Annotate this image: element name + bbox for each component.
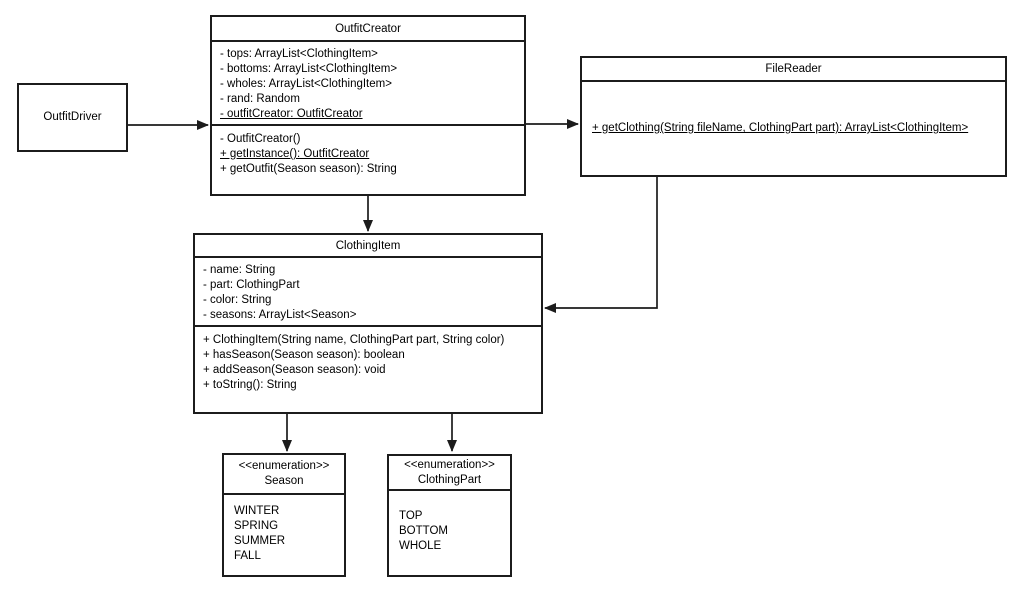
class-outfitdriver: OutfitDriver xyxy=(17,83,128,152)
enum-stereotype: <<enumeration>> xyxy=(404,458,495,471)
method-row: + ClothingItem(String name, ClothingPart… xyxy=(203,334,505,346)
attribute-row: - part: ClothingPart xyxy=(203,279,300,291)
class-title: OutfitCreator xyxy=(212,17,524,42)
class-title: FileReader xyxy=(582,58,1005,82)
enum-value: TOP xyxy=(399,510,423,522)
attribute-row: - color: String xyxy=(203,294,272,306)
class-filereader: FileReader + getClothing(String fileName… xyxy=(580,56,1007,177)
attributes-compartment: - name: String - part: ClothingPart - co… xyxy=(195,258,541,325)
attribute-row-static: - outfitCreator: OutfitCreator xyxy=(220,108,363,120)
enum-stereotype: <<enumeration>> xyxy=(238,460,330,472)
method-row-static: + getClothing(String fileName, ClothingP… xyxy=(592,122,969,134)
attribute-row: - rand: Random xyxy=(220,93,300,105)
methods-compartment: + ClothingItem(String name, ClothingPart… xyxy=(195,325,541,412)
method-row: + hasSeason(Season season): boolean xyxy=(203,349,405,361)
attribute-row: - wholes: ArrayList<ClothingItem> xyxy=(220,78,392,90)
enum-header: <<enumeration>> ClothingPart xyxy=(389,456,510,491)
enum-header: <<enumeration>> Season xyxy=(224,455,344,495)
method-row: + addSeason(Season season): void xyxy=(203,364,386,376)
method-row-static: + getInstance(): OutfitCreator xyxy=(220,148,370,160)
class-title: OutfitDriver xyxy=(43,111,102,123)
enum-value: BOTTOM xyxy=(399,525,448,537)
method-row: + toString(): String xyxy=(203,379,297,391)
enum-season: <<enumeration>> Season WINTER SPRING SUM… xyxy=(222,453,346,577)
enum-value: WINTER xyxy=(234,505,280,517)
enum-title: ClothingPart xyxy=(417,473,482,486)
attribute-row: - name: String xyxy=(203,264,276,276)
class-title: ClothingItem xyxy=(195,235,541,258)
attribute-row: - tops: ArrayList<ClothingItem> xyxy=(220,48,378,60)
method-row: + getOutfit(Season season): String xyxy=(220,163,397,175)
enum-values-compartment: WINTER SPRING SUMMER FALL xyxy=(224,495,344,575)
enum-value: SPRING xyxy=(234,520,279,532)
class-outfitcreator: OutfitCreator - tops: ArrayList<Clothing… xyxy=(210,15,526,196)
enum-value: WHOLE xyxy=(399,540,442,552)
enum-value: FALL xyxy=(234,550,261,562)
arrow-filereader-to-clothingitem xyxy=(544,177,658,313)
enum-values-compartment: TOP BOTTOM WHOLE xyxy=(389,491,510,575)
class-clothingitem: ClothingItem - name: String - part: Clot… xyxy=(193,233,543,414)
methods-compartment: + getClothing(String fileName, ClothingP… xyxy=(582,82,1005,175)
attributes-compartment: - tops: ArrayList<ClothingItem> - bottom… xyxy=(212,42,524,124)
methods-compartment: - OutfitCreator() + getInstance(): Outfi… xyxy=(212,124,524,194)
enum-clothingpart: <<enumeration>> ClothingPart TOP BOTTOM … xyxy=(387,454,512,577)
enum-value: SUMMER xyxy=(234,535,286,547)
method-row: - OutfitCreator() xyxy=(220,133,301,145)
enum-title: Season xyxy=(264,475,304,487)
attribute-row: - seasons: ArrayList<Season> xyxy=(203,309,357,321)
attribute-row: - bottoms: ArrayList<ClothingItem> xyxy=(220,63,398,75)
